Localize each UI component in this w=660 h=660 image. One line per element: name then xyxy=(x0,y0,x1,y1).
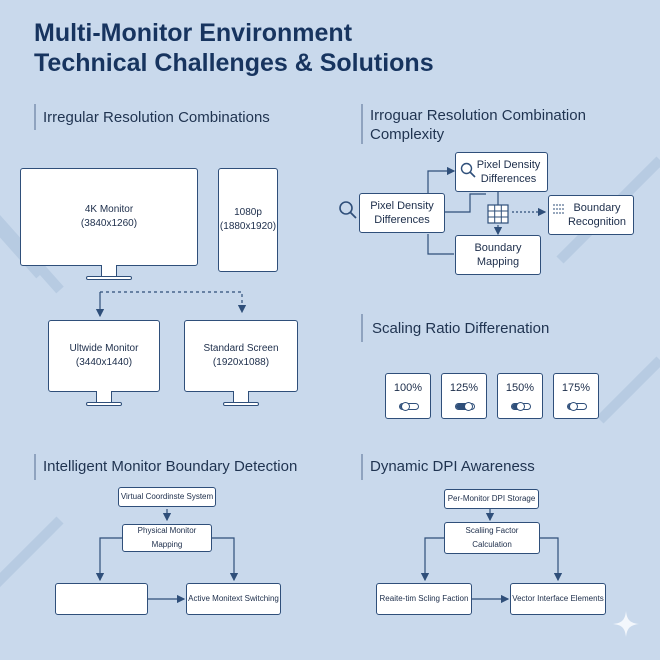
slider-knob[interactable] xyxy=(401,402,411,411)
monitor-screen: 1080p (1880x1920) xyxy=(218,168,278,272)
monitor-stand xyxy=(96,391,112,403)
section-bar xyxy=(361,104,363,144)
section-heading-scaling: Scaling Ratio Differenation xyxy=(372,320,550,337)
scaling-slider[interactable] xyxy=(455,402,475,411)
section-bar xyxy=(34,104,36,130)
node-line: Boundary xyxy=(573,202,621,214)
monitor-name: 4K Monitor xyxy=(84,204,134,215)
scaling-slider[interactable] xyxy=(399,402,419,411)
monitor-name: Standard Screen xyxy=(203,343,279,354)
monitor-screen: Ultwide Monitor (3440x1440) xyxy=(48,320,160,392)
section-heading-irregular: Irregular Resolution Combinations xyxy=(43,109,270,126)
slider-fill xyxy=(512,404,521,409)
lines-icon xyxy=(553,204,565,214)
scaling-slider[interactable] xyxy=(511,402,531,411)
node-boundary-recognition: Boundary Recognition xyxy=(548,195,634,235)
monitor-resolution: (3840x1260) xyxy=(80,218,138,229)
node-line: Mapping xyxy=(476,256,520,268)
scaling-card: 150% xyxy=(497,373,543,419)
slider-fill xyxy=(456,404,468,409)
node-pixel-density-left: Pixel Density Differences xyxy=(359,193,445,233)
node-active-monitor-switching: Active Monitext Switching xyxy=(186,583,281,615)
slider-knob[interactable] xyxy=(516,402,526,411)
sparkle-icon xyxy=(613,611,639,637)
node-boundary-mapping: Boundary Mapping xyxy=(455,235,541,275)
title-line-2: Technical Challenges & Solutions xyxy=(34,49,434,77)
node-scaling-factor-calculation: Scaliing Factor Calculation xyxy=(444,522,540,554)
search-icon xyxy=(339,201,357,219)
monitor-resolution: (1880x1920) xyxy=(219,221,277,232)
scaling-percent: 175% xyxy=(561,382,591,394)
scaling-card: 175% xyxy=(553,373,599,419)
section-bar xyxy=(361,454,363,480)
node-blank xyxy=(55,583,148,615)
scaling-slider[interactable] xyxy=(567,402,587,411)
monitor-screen: Standard Screen (1920x1088) xyxy=(184,320,298,392)
monitor-foot xyxy=(223,402,259,406)
section-heading-dpi: Dynamic DPI Awareness xyxy=(370,458,535,475)
slider-knob[interactable] xyxy=(569,402,579,411)
node-virtual-coordinate-system: Virtual Coordinste System xyxy=(118,487,216,507)
node-line: Recognition xyxy=(567,216,627,228)
section-heading-detection: Intelligent Monitor Boundary Detection xyxy=(43,458,298,475)
scaling-percent: 125% xyxy=(449,382,479,394)
complexity-heading-line-1: Irroguar Resolution Combination xyxy=(370,107,586,124)
node-per-monitor-dpi-storage: Per-Monitor DPI Storage xyxy=(444,489,539,509)
grid-icon xyxy=(487,204,509,224)
section-bar xyxy=(34,454,36,480)
monitor-name: Ultwide Monitor xyxy=(69,343,139,354)
section-heading-complexity: Irroguar Resolution Combination Complexi… xyxy=(370,106,586,144)
scaling-card: 125% xyxy=(441,373,487,419)
scaling-percent: 100% xyxy=(393,382,423,394)
monitor-stand xyxy=(233,391,249,403)
complexity-heading-line-2: Complexity xyxy=(370,126,445,143)
section-bar xyxy=(361,314,363,342)
node-line: Pixel Density xyxy=(476,159,541,171)
scaling-card: 100% xyxy=(385,373,431,419)
monitor-screen: 4K Monitor (3840x1260) xyxy=(20,168,198,266)
monitor-foot xyxy=(86,402,122,406)
node-line: Differences xyxy=(480,173,537,185)
search-icon xyxy=(460,162,476,178)
node-line: Boundary xyxy=(474,242,522,254)
monitor-stand xyxy=(101,265,117,277)
node-line: Pixel Density xyxy=(370,200,434,212)
monitor-resolution: (3440x1440) xyxy=(75,357,133,368)
node-physical-monitor-mapping: Physical Monitor Mapping xyxy=(122,524,212,552)
page-title: Multi-Monitor Environment Technical Chal… xyxy=(34,18,434,78)
node-vector-interface-elements: Vector Interface Elements xyxy=(510,583,606,615)
monitor-resolution: (1920x1088) xyxy=(212,357,270,368)
slider-knob[interactable] xyxy=(463,402,473,411)
node-line: Differences xyxy=(374,214,430,226)
scaling-percent: 150% xyxy=(505,382,535,394)
monitor-name: 1080p xyxy=(234,207,262,218)
title-line-1: Multi-Monitor Environment xyxy=(34,19,353,47)
monitor-foot xyxy=(86,276,132,280)
node-realtime-scaling-faction: Reaite-tim Scling Faction xyxy=(376,583,472,615)
